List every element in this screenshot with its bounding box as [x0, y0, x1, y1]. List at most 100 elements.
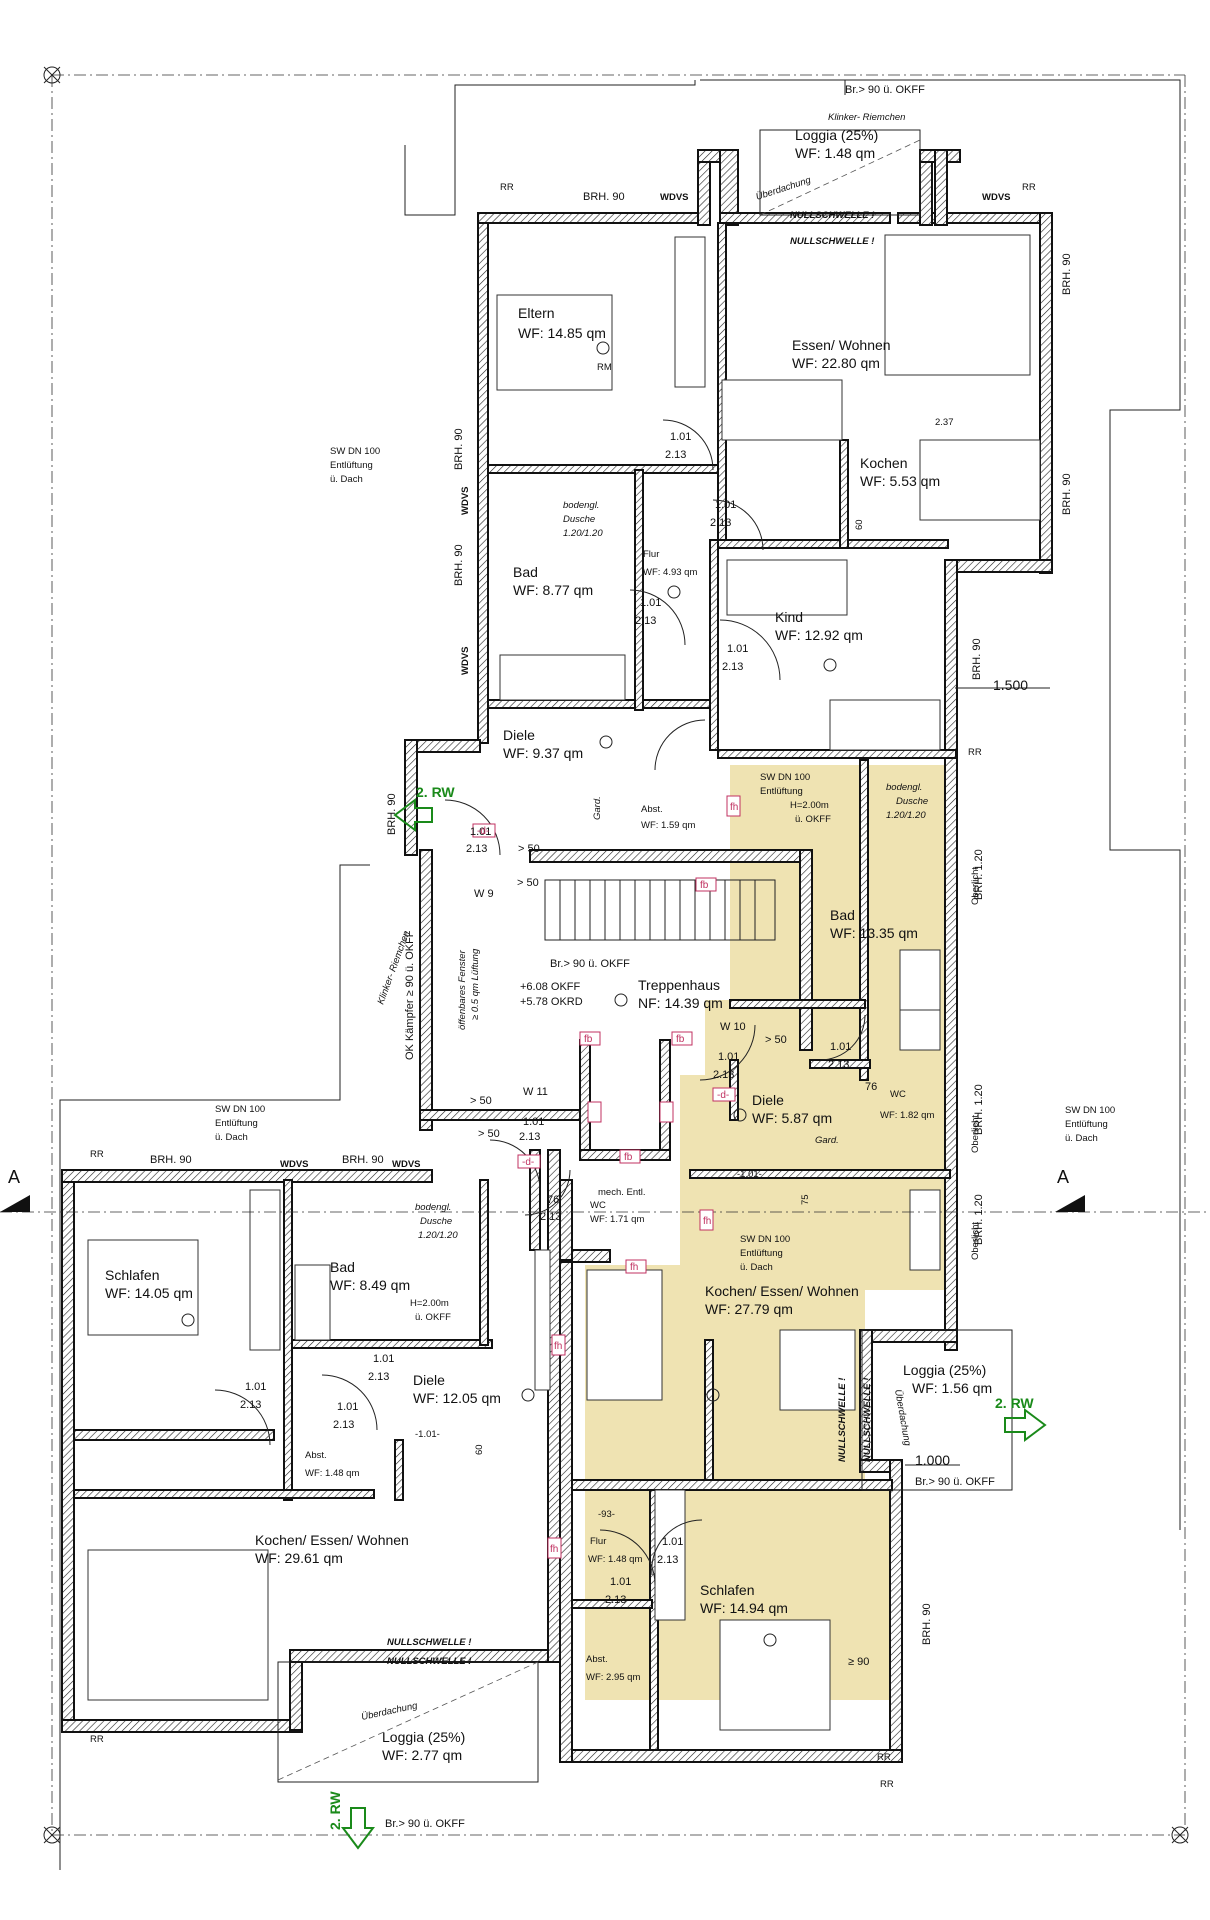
gt50-label: > 50	[517, 877, 539, 889]
dimension-label: 75	[800, 1194, 811, 1205]
ueberdachung-label: Überdachung	[755, 175, 813, 203]
nullschwelle-label: NULLSCHWELLE !	[790, 210, 874, 221]
door-label: 2.13	[722, 661, 743, 673]
room-area: WF: 27.79 qm	[705, 1301, 793, 1317]
brh-label: BRH. 1.20	[973, 1084, 985, 1135]
door-label: 2.13	[713, 1069, 734, 1081]
rr-label: RR	[90, 1734, 104, 1745]
dusche-label: 1.20/1.20	[886, 810, 926, 821]
br-label: Br.> 90 ü. OKFF	[550, 958, 630, 970]
brh-label: BRH. 90	[453, 544, 465, 586]
rr-label: RR	[880, 1779, 894, 1790]
sw-label: ü. Dach	[1065, 1133, 1098, 1144]
br-label: Br.> 90 ü. OKFF	[385, 1818, 465, 1830]
sw-label: ü. Dach	[740, 1262, 773, 1273]
fh-label: fh	[630, 1262, 638, 1273]
room-name: Essen/ Wohnen	[792, 337, 891, 353]
door-label: 2.13	[466, 843, 487, 855]
section-label: A	[1057, 1167, 1069, 1187]
door-label: 2.13	[710, 517, 731, 529]
room-name: Loggia (25%)	[795, 127, 878, 143]
klinker-label: Klinker- Riemchen	[828, 112, 905, 123]
brh-label: BRH. 90	[1061, 253, 1073, 295]
door-label: 1.01	[610, 1576, 631, 1588]
sw-label: Entlüftung	[330, 460, 373, 471]
fb-label: fb	[624, 1152, 633, 1163]
sw-label: SW DN 100	[330, 446, 380, 457]
door-label: 1.01	[640, 597, 661, 609]
dimension-label: -1.01-	[737, 1169, 762, 1180]
fh-label: fh	[703, 1216, 711, 1227]
rw-label: 2. RW	[416, 784, 455, 800]
brh-label: BRH. 90	[921, 1603, 933, 1645]
highlighted-apartment	[585, 765, 945, 1700]
h200-label: ü. OKFF	[415, 1312, 451, 1323]
door-label: 76	[865, 1081, 877, 1093]
oberlicht-label: Oberlicht	[970, 867, 981, 905]
sw-label: Entlüftung	[740, 1248, 783, 1259]
rm-label: RM	[597, 362, 612, 373]
door-label: 2.13	[635, 615, 656, 627]
loggias	[277, 129, 1013, 1783]
rw-label: 2. RW	[995, 1395, 1034, 1411]
gt50-label: > 50	[518, 843, 540, 855]
room-name: Diele	[503, 727, 535, 743]
sw-label: Entlüftung	[215, 1118, 258, 1129]
room-name: Abst.	[586, 1654, 608, 1665]
grid-cross-icon	[43, 66, 1189, 1844]
room-name: WC	[890, 1089, 906, 1100]
brh-label: BRH. 90	[342, 1154, 384, 1166]
dusche-label: bodengl.	[415, 1202, 451, 1213]
gt50-label: > 50	[478, 1128, 500, 1140]
room-area: WF: 5.53 qm	[860, 473, 940, 489]
walls	[61, 149, 1053, 1763]
kaempfer-label: OK Kämpfer ≥ 90 ü. OKFF	[404, 930, 416, 1060]
room-area: WF: 1.48 qm	[795, 145, 875, 161]
room-area: WF: 12.92 qm	[775, 627, 863, 643]
d-label: -d-	[522, 1157, 534, 1168]
room-area: WF: 22.80 qm	[792, 355, 880, 371]
room-area: WF: 14.05 qm	[105, 1285, 193, 1301]
brh-label: BRH. 1.20	[973, 849, 985, 900]
gard-label: Gard.	[592, 796, 603, 820]
window-label: W 9	[474, 888, 494, 900]
door-label: 2.13	[368, 1371, 389, 1383]
dusche-label: 1.20/1.20	[563, 528, 603, 539]
sw-label: Entlüftung	[760, 786, 803, 797]
nullschwelle-label: NULLSCHWELLE !	[837, 1378, 848, 1462]
room-name: Abst.	[305, 1450, 327, 1461]
wdvs-label: WDVS	[460, 487, 471, 516]
dusche-label: Dusche	[563, 514, 595, 525]
sw-label: SW DN 100	[740, 1234, 790, 1245]
room-area: WF: 1.48 qm	[305, 1468, 359, 1479]
brh-label: Br.> 90 ü. OKFF	[845, 84, 925, 96]
brh-label: BRH. 90	[386, 793, 398, 835]
room-area: WF: 1.71 qm	[590, 1214, 644, 1225]
sw-label: Entlüftung	[1065, 1119, 1108, 1130]
room-name: Schlafen	[700, 1582, 754, 1598]
room-name: Flur	[643, 549, 659, 560]
door-label: 2.13	[657, 1554, 678, 1566]
brh-label: BRH. 90	[453, 428, 465, 470]
door-label: 2.13	[519, 1131, 540, 1143]
door-label: 2.13	[605, 1594, 626, 1606]
nullschwelle-label: NULLSCHWELLE !	[387, 1656, 471, 1667]
door-label: 2.13	[333, 1419, 354, 1431]
dimension-label: 1.500	[993, 677, 1028, 693]
door-label: > 50	[765, 1034, 787, 1046]
wdvs-label: WDVS	[280, 1159, 309, 1170]
nullschwelle-label: NULLSCHWELLE !	[862, 1378, 873, 1462]
dusche-label: bodengl.	[886, 782, 922, 793]
sw-label: SW DN 100	[215, 1104, 265, 1115]
door-label: 1.01	[718, 1051, 739, 1063]
door-label: 2.13	[240, 1399, 261, 1411]
room-name: Diele	[752, 1092, 784, 1108]
dusche-label: 1.20/1.20	[418, 1230, 458, 1241]
room-area: WF: 5.87 qm	[752, 1110, 832, 1126]
room-area: WF: 9.37 qm	[503, 745, 583, 761]
room-name: Kochen	[860, 455, 907, 471]
fb-label: fb	[676, 1034, 685, 1045]
rr-label: RR	[968, 747, 982, 758]
room-name: Kochen/ Essen/ Wohnen	[705, 1283, 859, 1299]
